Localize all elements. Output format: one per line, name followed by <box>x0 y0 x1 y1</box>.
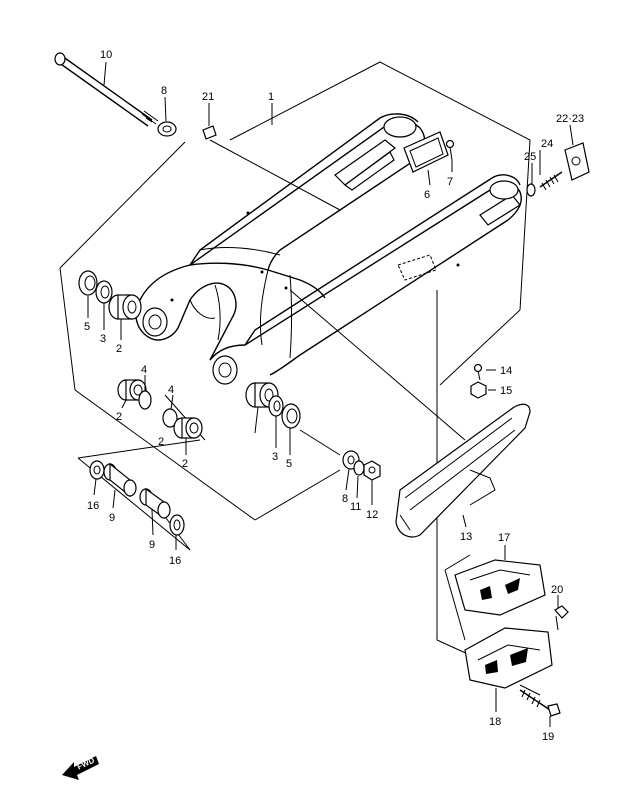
callout-9-right: 9 <box>149 539 155 551</box>
callout-4-left: 4 <box>141 364 147 376</box>
callout-leaders <box>87 61 574 727</box>
washer-16-left <box>89 460 105 480</box>
bearing-2-mid <box>173 417 203 439</box>
callout-10: 10 <box>100 49 112 61</box>
callout-2-left-upper: 2 <box>116 343 122 355</box>
callout-19: 19 <box>542 731 554 743</box>
nut-12 <box>363 460 381 481</box>
adjuster-bolt-24 <box>539 171 563 191</box>
callout-4-mid: 4 <box>168 384 174 396</box>
callout-3-right: 3 <box>272 451 278 463</box>
callout-3-left: 3 <box>100 333 106 345</box>
screw-14 <box>473 363 483 381</box>
washer-3-left <box>95 280 113 304</box>
callout-14: 14 <box>500 365 512 377</box>
callout-5-left: 5 <box>84 321 90 333</box>
callout-16-right: 16 <box>169 555 181 567</box>
washer-16-right <box>169 514 185 536</box>
adjuster-block-22-23 <box>564 142 590 181</box>
callout-15: 15 <box>500 385 512 397</box>
callout-2-left-lower: 2 <box>116 411 122 423</box>
callout-17: 17 <box>498 532 510 544</box>
axle-plate-6 <box>403 131 449 173</box>
callout-2-mid-lower: 2 <box>182 458 188 470</box>
screw-7 <box>445 139 455 161</box>
washer-3-right <box>268 395 284 417</box>
callout-5-right: 5 <box>286 458 292 470</box>
callout-25: 25 <box>524 151 536 163</box>
callout-20: 20 <box>551 584 563 596</box>
chain-slider-13 <box>395 403 531 538</box>
washer-11 <box>353 460 365 476</box>
callout-2-mid-upper: 2 <box>158 436 164 448</box>
bearing-2-left-lower <box>117 379 147 401</box>
callout-13: 13 <box>460 531 472 543</box>
cap-21 <box>202 125 217 140</box>
nut-15 <box>470 381 487 399</box>
collar-9-left <box>103 462 137 498</box>
callout-9-left: 9 <box>109 512 115 524</box>
chain-guide-17 <box>454 559 546 616</box>
oil-seal-5-right <box>281 403 301 429</box>
chain-guide-18 <box>464 627 553 689</box>
oil-seal-5-left <box>78 270 98 296</box>
callout-11: 11 <box>350 501 361 513</box>
callout-8-upper: 8 <box>161 85 167 97</box>
callout-24: 24 <box>541 138 553 150</box>
nut-25 <box>526 183 536 197</box>
bearing-2-left-upper <box>108 294 142 320</box>
swingarm-body <box>134 113 522 385</box>
bearing-2-right <box>245 382 279 408</box>
callout-12: 12 <box>366 509 378 521</box>
spacer-4-mid <box>162 408 178 428</box>
collar-9-right <box>139 487 171 520</box>
bolt-19 <box>519 689 561 717</box>
spacer-4-left <box>138 390 152 410</box>
callout-7: 7 <box>447 176 453 188</box>
callout-22-23: 22·23 <box>556 113 584 125</box>
callout-8-lower: 8 <box>342 493 348 505</box>
washer-8-upper <box>157 121 177 137</box>
pivot-shaft <box>54 52 159 127</box>
callout-18: 18 <box>489 716 501 728</box>
callout-1: 1 <box>268 91 274 103</box>
bolt-20 <box>554 605 569 631</box>
forward-arrow-icon: FWD <box>62 756 99 780</box>
callout-labels: 10 8 21 1 22·23 24 25 6 7 5 3 2 4 2 4 2 … <box>84 49 584 743</box>
callout-16-left: 16 <box>87 500 99 512</box>
callout-21: 21 <box>202 91 214 103</box>
callout-6: 6 <box>424 189 430 201</box>
